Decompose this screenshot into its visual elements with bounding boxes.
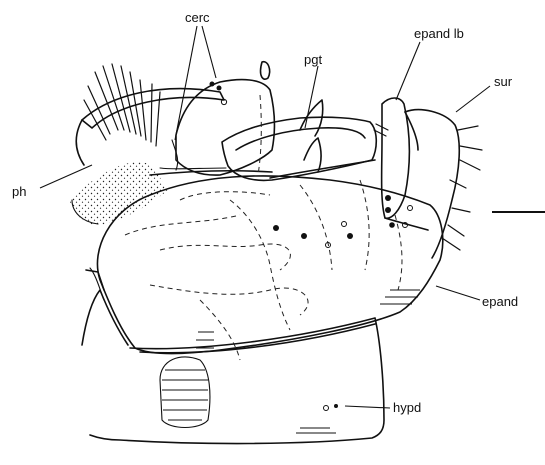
label-cerc: cerc [185,10,210,25]
label-sur: sur [494,74,513,89]
epandrial-lobe [374,98,482,258]
cercus-plates [150,62,376,181]
label-ph: ph [12,184,26,199]
bristle-group [84,64,160,146]
label-pgt: pgt [304,52,322,67]
label-epand-lb: epand lb [414,26,464,41]
phallus-drawing [70,162,168,300]
label-hypd: hypd [393,400,421,415]
internal-structures [125,95,402,360]
label-epand: epand [482,294,518,309]
epandrium-body [82,176,443,444]
